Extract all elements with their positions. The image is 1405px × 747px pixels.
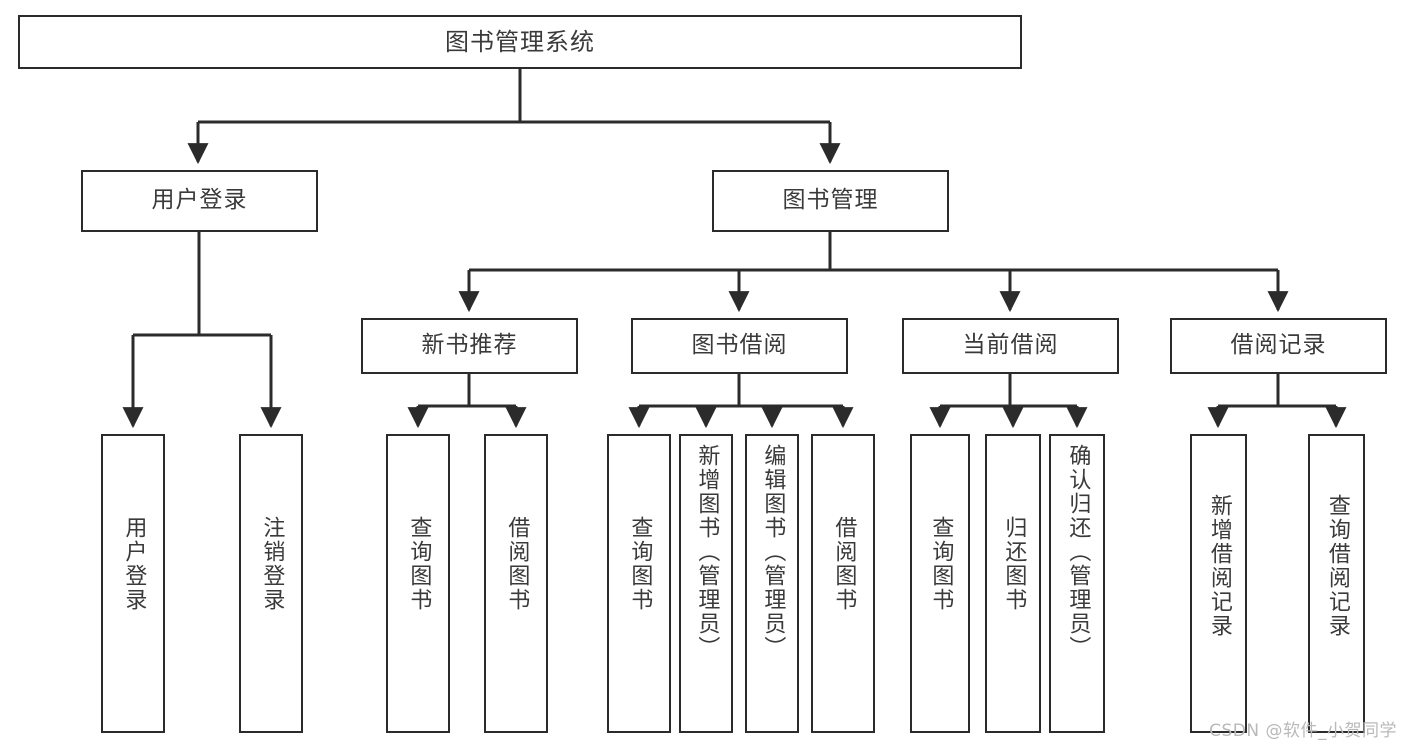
- node-label: 查询图书: [627, 516, 653, 612]
- node-label: 新增图书（管理员）: [694, 444, 720, 660]
- node-leaf-9[interactable]: 归还图书: [985, 434, 1041, 733]
- node-label: 图书借阅: [691, 332, 788, 359]
- node-label: 确认归还（管理员）: [1065, 444, 1091, 660]
- node-label: 查询图书: [928, 516, 954, 612]
- node-label: 借阅图书: [831, 516, 857, 612]
- node-level3-2[interactable]: 当前借阅: [902, 318, 1119, 374]
- node-label: 图书管理: [782, 187, 879, 214]
- node-label: 用户登录: [151, 187, 248, 214]
- node-label: 归还图书: [1001, 516, 1027, 612]
- node-root[interactable]: 图书管理系统: [18, 15, 1022, 69]
- node-leaf-10[interactable]: 确认归还（管理员）: [1049, 434, 1105, 733]
- node-label: 借阅记录: [1230, 332, 1327, 359]
- node-level3-0[interactable]: 新书推荐: [361, 318, 578, 374]
- node-leaf-1[interactable]: 注销登录: [239, 434, 303, 733]
- node-label: 借阅图书: [504, 516, 530, 612]
- node-leaf-0[interactable]: 用户登录: [101, 434, 165, 733]
- node-leaf-8[interactable]: 查询图书: [910, 434, 970, 733]
- node-level3-3[interactable]: 借阅记录: [1170, 318, 1387, 374]
- node-label: 用户登录: [121, 516, 147, 612]
- watermark-text: CSDN @软件_小贺同学: [1209, 721, 1397, 741]
- node-label: 新增借阅记录: [1206, 494, 1232, 638]
- node-label: 查询图书: [406, 516, 432, 612]
- node-leaf-3[interactable]: 借阅图书: [484, 434, 548, 733]
- node-label: 新书推荐: [421, 332, 518, 359]
- node-level3-1[interactable]: 图书借阅: [631, 318, 848, 374]
- node-leaf-12[interactable]: 查询借阅记录: [1308, 434, 1365, 733]
- node-label: 当前借阅: [962, 332, 1059, 359]
- node-leaf-6[interactable]: 编辑图书（管理员）: [745, 434, 799, 733]
- node-level2-1[interactable]: 图书管理: [712, 170, 949, 232]
- node-label: 编辑图书（管理员）: [760, 444, 786, 660]
- node-label: 注销登录: [259, 516, 285, 612]
- node-level2-0[interactable]: 用户登录: [81, 170, 318, 232]
- node-leaf-2[interactable]: 查询图书: [386, 434, 450, 733]
- node-leaf-4[interactable]: 查询图书: [607, 434, 671, 733]
- node-leaf-11[interactable]: 新增借阅记录: [1190, 434, 1247, 733]
- node-leaf-5[interactable]: 新增图书（管理员）: [679, 434, 733, 733]
- node-label: 图书管理系统: [445, 27, 595, 56]
- node-leaf-7[interactable]: 借阅图书: [811, 434, 875, 733]
- node-label: 查询借阅记录: [1324, 494, 1350, 638]
